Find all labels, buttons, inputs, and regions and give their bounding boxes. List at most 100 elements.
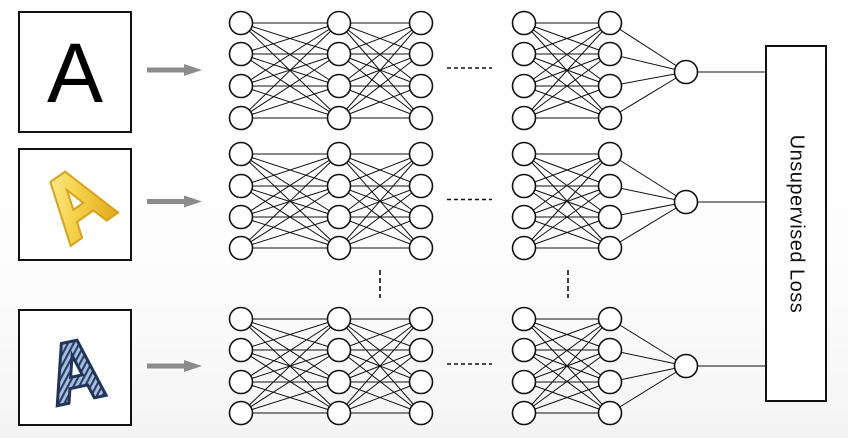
- neuron: [408, 235, 434, 261]
- connection-line: [609, 318, 687, 367]
- connection-line: [240, 22, 340, 119]
- connection-line: [338, 318, 422, 414]
- neuron: [408, 400, 434, 426]
- neuron: [326, 204, 352, 230]
- connection-line: [609, 71, 687, 119]
- neuron: [511, 235, 537, 261]
- neuron: [408, 41, 434, 67]
- connection-line: [240, 85, 340, 119]
- connection-line: [338, 22, 422, 119]
- neuron: [511, 306, 537, 332]
- neurons: [228, 10, 699, 426]
- neuron: [511, 105, 537, 131]
- connection-line: [523, 381, 611, 414]
- input-arrow-head: [184, 64, 202, 76]
- neuron: [597, 337, 623, 363]
- yellow-a-icon: [49, 170, 120, 248]
- neuron: [597, 235, 623, 261]
- neuron: [326, 173, 352, 199]
- connection-line: [240, 185, 340, 249]
- neuron: [597, 141, 623, 167]
- neuron: [326, 337, 352, 363]
- connection-line: [338, 318, 422, 351]
- neuron: [326, 41, 352, 67]
- neuron: [326, 73, 352, 99]
- connection-line: [609, 53, 687, 73]
- connection-line: [240, 318, 340, 351]
- neuron: [228, 73, 254, 99]
- neuron: [228, 141, 254, 167]
- input-image-blue-a: [18, 309, 132, 426]
- connection-line: [338, 349, 422, 414]
- network-connections: [240, 22, 687, 414]
- connection-line: [338, 53, 422, 119]
- neuron: [597, 204, 623, 230]
- connection-line: [240, 349, 340, 414]
- connection-line: [609, 201, 687, 218]
- connection-line: [523, 318, 611, 383]
- connection-line: [338, 85, 422, 119]
- connection-line: [338, 153, 422, 218]
- output-neuron: [673, 59, 699, 85]
- neuron: [326, 369, 352, 395]
- neuron: [326, 141, 352, 167]
- connection-line: [523, 22, 611, 119]
- input-image-yellow-a: [18, 148, 132, 261]
- connection-line: [240, 153, 340, 187]
- output-lines: [697, 71, 765, 367]
- connection-line: [338, 22, 422, 55]
- neuron: [597, 173, 623, 199]
- connection-line: [523, 216, 611, 249]
- connection-line: [338, 381, 422, 414]
- neuron: [597, 10, 623, 36]
- neuron: [228, 204, 254, 230]
- connection-line: [609, 71, 687, 87]
- neuron: [228, 369, 254, 395]
- neuron: [511, 400, 537, 426]
- connection-line: [609, 365, 687, 383]
- neuron: [408, 141, 434, 167]
- neuron: [408, 369, 434, 395]
- neuron: [228, 105, 254, 131]
- input-arrow-head: [184, 195, 202, 208]
- connection-line: [338, 185, 422, 249]
- connection-line: [523, 318, 611, 351]
- neuron: [326, 105, 352, 131]
- neuron: [228, 235, 254, 261]
- neuron: [326, 10, 352, 36]
- connection-line: [240, 22, 340, 87]
- neuron: [597, 369, 623, 395]
- connection-line: [338, 153, 422, 187]
- neuron: [511, 204, 537, 230]
- connection-line: [523, 53, 611, 119]
- neuron: [408, 173, 434, 199]
- neuron: [228, 173, 254, 199]
- neuron: [597, 105, 623, 131]
- connection-line: [523, 22, 611, 55]
- connection-line: [609, 365, 687, 414]
- input-arrows: [147, 64, 202, 372]
- connection-line: [240, 318, 340, 383]
- connection-line: [338, 153, 422, 249]
- connection-line: [523, 153, 611, 218]
- neuron: [511, 369, 537, 395]
- blue-textured-a-icon: [55, 338, 109, 408]
- neuron: [511, 10, 537, 36]
- neuron: [228, 400, 254, 426]
- neuron: [408, 10, 434, 36]
- neuron: [408, 73, 434, 99]
- connection-line: [240, 318, 340, 414]
- connection-line: [523, 85, 611, 119]
- neuron: [228, 41, 254, 67]
- connection-line: [338, 318, 422, 383]
- neuron: [408, 204, 434, 230]
- connection-line: [609, 153, 687, 203]
- neuron: [326, 235, 352, 261]
- glyph-a-plain: A: [46, 26, 104, 120]
- connection-line: [609, 201, 687, 249]
- neuron: [597, 41, 623, 67]
- unsupervised-loss-box: Unsupervised Loss: [765, 45, 827, 402]
- output-neuron: [673, 189, 699, 215]
- ellipsis-marks: [379, 67, 569, 365]
- neuron: [511, 337, 537, 363]
